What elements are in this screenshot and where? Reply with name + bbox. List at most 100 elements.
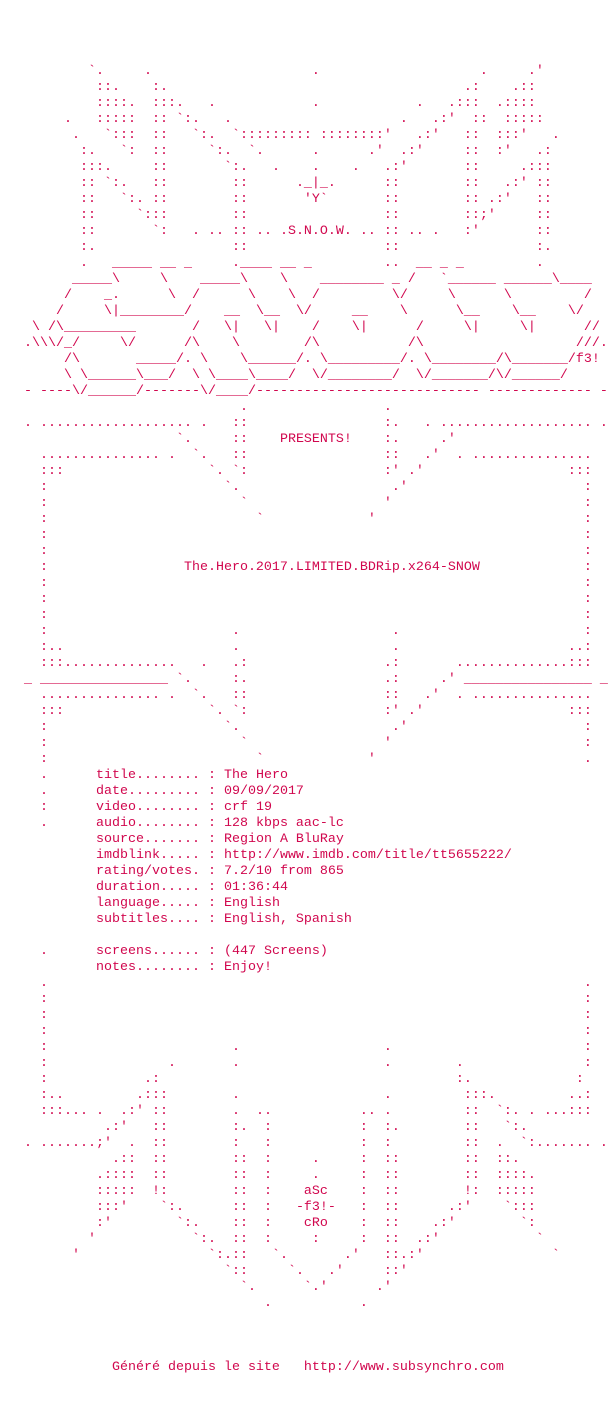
info-separator: :	[207, 960, 216, 975]
ascii-art-line: :.. . . ..:	[24, 640, 592, 655]
info-label: language.....	[95, 896, 200, 911]
ascii-art-line: :::' `:. :: : -f3!- : :: .:' `:::	[24, 1200, 536, 1215]
ascii-art-line: . .	[24, 400, 392, 415]
ascii-art-line: : :	[24, 544, 592, 559]
ascii-art-line: `. `.' .'	[24, 1280, 392, 1295]
info-value: The Hero	[223, 768, 288, 783]
info-row: imdblink.....: http://www.imdb.com/title/…	[24, 848, 608, 864]
info-label: notes........	[95, 960, 200, 975]
spacer	[24, 1312, 608, 1328]
info-row: .audio........:128 kbps aac-lc	[24, 816, 608, 832]
ascii-art-line: :: `: . .. :: .. .S.N.O.W. .. :: .. . :'…	[24, 224, 552, 239]
ascii-art-line: :: `::: :: :: ::;' ::	[24, 208, 552, 223]
info-row: language.....: English	[24, 896, 608, 912]
ascii-art-line: `:: `. .' ::'	[24, 1264, 408, 1279]
ascii-art-line: . ::::: :: `:. . . .:' :: :::::	[24, 112, 544, 127]
info-value: 128 kbps aac-lc	[223, 816, 344, 831]
ascii-art-line: .:::: :: :: : . : :: :: ::::.	[24, 1168, 536, 1183]
info-separator: :	[207, 768, 216, 783]
ascii-art-line: - ----\/______/-------\/____/-----------…	[24, 384, 608, 399]
info-label: imdblink.....	[95, 848, 200, 863]
ascii-art-line: . .	[24, 1296, 368, 1311]
info-separator: :	[207, 944, 216, 959]
info-label: source.......	[95, 832, 200, 847]
ascii-art-line: ::::: !: :: : aSc : :: !: :::::	[24, 1184, 536, 1199]
info-marker: :	[39, 800, 48, 815]
ascii-art-line: : . . :	[24, 624, 592, 639]
info-row: subtitles....: English, Spanish	[24, 912, 608, 928]
ascii-art-line: : :	[24, 576, 592, 591]
info-separator: :	[207, 864, 216, 879]
ascii-art-line: : :	[24, 592, 592, 607]
info-separator: :	[207, 800, 216, 815]
subsynchro-link[interactable]: http://www.subsynchro.com	[303, 1360, 504, 1375]
ascii-art-line: : :	[24, 528, 592, 543]
ascii-art-line: . .	[24, 976, 592, 991]
ascii-art-line: .\\\/_/ \/ /\ \ /\ /\ ///.	[24, 336, 608, 351]
info-row: source.......:Region A BluRay	[24, 832, 608, 848]
presents-frame-top: . .. ................... . :: :. . .....…	[24, 400, 608, 560]
ascii-art-line: ::::. :::. . . . .::: .::::	[24, 96, 536, 111]
ascii-art-line: /\ _____/. \ \______/. \_________/. \___…	[24, 352, 600, 367]
info-value: http://www.imdb.com/title/tt5655222/	[223, 848, 512, 863]
release-info-block: .title........:The Hero.date.........:09…	[24, 768, 608, 928]
info-label: audio........	[95, 816, 200, 831]
info-label: title........	[95, 768, 200, 783]
spacer	[24, 1344, 608, 1360]
ascii-art-line: ' `:.:: `. .' ::.:' `	[24, 1248, 560, 1263]
info-label: duration.....	[95, 880, 200, 895]
info-row: .screens......:(447 Screens)	[24, 944, 608, 960]
ascii-art-line: `. :: PRESENTS! :. .'	[24, 432, 456, 447]
snow-logo-ascii-art: `. . . . .' ::. :. .: .:: ::::. :::. . .…	[24, 64, 608, 400]
info-value: English	[223, 896, 280, 911]
ascii-art-line: :::... . .:' :: . .. .. . :: `:. . ...::…	[24, 1104, 592, 1119]
ascii-art-line: : :	[24, 1008, 592, 1023]
info-value: (447 Screens)	[223, 944, 328, 959]
ascii-art-line: : .: :. :	[24, 1072, 584, 1087]
ascii-art-line: : ` ' :	[24, 512, 592, 527]
info-label: date.........	[95, 784, 200, 799]
footer-text: Généré depuis le site	[111, 1360, 280, 1375]
ascii-art-line: : `. .' :	[24, 720, 592, 735]
ascii-art-line: _ ________________ `. :. .: .' _________…	[24, 672, 608, 687]
info-separator: :	[207, 896, 216, 911]
ascii-art-line: ............... . `. :: :: .' . ........…	[24, 688, 592, 703]
info-value: English, Spanish	[223, 912, 352, 927]
presents-frame-bottom: : : : : :	[24, 576, 608, 768]
info-value: 09/09/2017	[223, 784, 304, 799]
info-separator: :	[207, 912, 216, 927]
release-title: The.Hero.2017.LIMITED.BDRip.x264-SNOW	[183, 560, 480, 575]
ascii-art-line: / _. \ / \ \ / \/ \ \ /	[24, 288, 592, 303]
release-title-line: : The.Hero.2017.LIMITED.BDRip.x264-SNOW …	[24, 560, 608, 576]
ascii-art-line: : :	[24, 1024, 592, 1039]
info-label: rating/votes.	[95, 864, 200, 879]
ascii-art-line: ::: `. `: :' .' :::	[24, 464, 592, 479]
ascii-art-line: :. `: :: `:. `. . .' .:' :: :' .:	[24, 144, 552, 159]
nfo-document: `. . . . .' ::. :. .: .:: ::::. :::. . .…	[24, 64, 608, 1376]
ascii-art-line: :.. .::: . . :::. ..:	[24, 1088, 592, 1103]
info-value: crf 19	[223, 800, 272, 815]
info-separator: :	[207, 784, 216, 799]
info-separator: :	[207, 848, 216, 863]
info-separator: :	[207, 880, 216, 895]
ascii-art-line: : ` ' :	[24, 736, 592, 751]
ascii-art-line: . ................... . :: :. . ........…	[24, 416, 608, 431]
spacer	[24, 1328, 608, 1344]
ascii-art-line: . _____ __ _ .____ __ _ .. __ _ _ .	[24, 256, 544, 271]
ascii-art-line: / \|________/ __ \__ \/ __ \ \__ \__ \/	[24, 304, 584, 319]
info-marker: .	[39, 944, 48, 959]
info-marker: .	[39, 816, 48, 831]
info-label: subtitles....	[95, 912, 200, 927]
footer-line: Généré depuis le site http://www.subsync…	[24, 1360, 608, 1376]
info-value: 7.2/10 from 865	[223, 864, 344, 879]
spacer	[24, 928, 608, 944]
ascii-art-line: .:' :: :. : : :. :: `:.	[24, 1120, 528, 1135]
ascii-art-line: : :	[24, 992, 592, 1007]
ascii-art-line: :::. :: `:. . . . .:' :: .:::	[24, 160, 552, 175]
info-marker: .	[39, 768, 48, 783]
info-separator: :	[207, 832, 216, 847]
ascii-art-line: : ` ' .	[24, 752, 592, 767]
ascii-art-line: : :	[24, 608, 592, 623]
info-value: 01:36:44	[223, 880, 288, 895]
info-marker: .	[39, 784, 48, 799]
